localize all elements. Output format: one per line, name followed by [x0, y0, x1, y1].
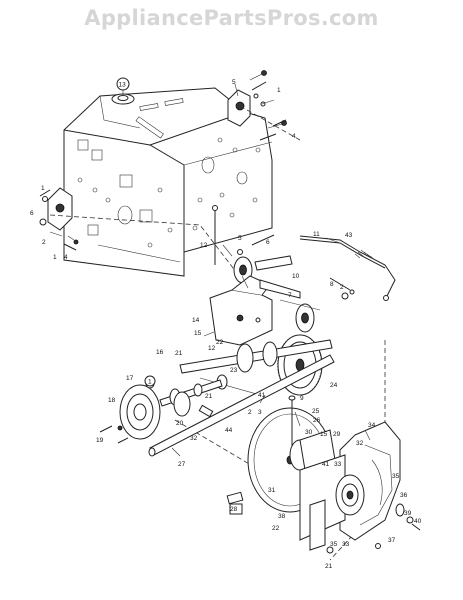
- callout-1: 1: [277, 87, 281, 94]
- drive-pulley: [259, 279, 355, 333]
- callout-16: 16: [156, 349, 164, 356]
- main-shaft: [179, 339, 333, 396]
- bolts: [39, 81, 351, 444]
- callout-15: 15: [320, 431, 328, 438]
- callout-34: 34: [368, 422, 376, 429]
- callout-14: 14: [192, 317, 200, 324]
- leader-lines: [49, 83, 371, 457]
- callout-22: 22: [272, 525, 280, 532]
- callout-5: 5: [238, 235, 242, 242]
- centerline-a: [49, 214, 251, 291]
- left-axle: [159, 379, 223, 407]
- callout-21: 21: [175, 350, 183, 357]
- callout-37: 37: [388, 537, 396, 544]
- callout-24: 24: [330, 382, 338, 389]
- callout-9: 9: [300, 395, 304, 402]
- callout-12: 12: [200, 242, 208, 249]
- callout-2: 2: [340, 284, 344, 291]
- callout-21: 21: [205, 393, 213, 400]
- callout-35: 35: [392, 473, 400, 480]
- callout-20: 20: [176, 420, 184, 427]
- callout-33: 33: [342, 541, 350, 548]
- callout-6: 6: [30, 210, 34, 217]
- callout-44: 44: [225, 427, 233, 434]
- callout-41: 41: [258, 392, 266, 399]
- hub-wheel: [119, 379, 191, 440]
- callout-32: 32: [356, 440, 364, 447]
- callout-2: 2: [248, 409, 252, 416]
- callout-43: 43: [345, 232, 353, 239]
- callout-18: 18: [108, 397, 116, 404]
- adjuster-part: [226, 491, 244, 515]
- callout-35: 35: [330, 541, 338, 548]
- callout-33: 33: [334, 461, 342, 468]
- callout-labels: 13 5 1 4 1 6 2 1 4 12 5 6 11 43 10 8 7 2…: [30, 77, 422, 570]
- frame-housing: [63, 87, 273, 277]
- callout-27: 27: [178, 461, 186, 468]
- control-cable: [299, 235, 396, 301]
- callout-13: 13: [119, 82, 127, 89]
- callout-29: 29: [333, 431, 341, 438]
- right-hardware: [375, 503, 421, 549]
- left-bracket: [39, 187, 79, 245]
- callout-3: 3: [258, 409, 262, 416]
- callout-2: 2: [42, 239, 46, 246]
- callout-38: 38: [278, 513, 286, 520]
- callout-40: 40: [414, 518, 422, 525]
- callout-36: 36: [400, 492, 408, 499]
- long-shaft: [148, 354, 335, 457]
- callout-8: 8: [330, 281, 334, 288]
- callout-22: 22: [216, 339, 224, 346]
- callout-12: 12: [208, 345, 216, 352]
- small-washer: [117, 425, 123, 431]
- callout-25: 25: [312, 408, 320, 415]
- key-pin: [198, 404, 214, 418]
- callout-21: 21: [325, 563, 333, 570]
- callout-19: 19: [96, 437, 104, 444]
- callout-31: 31: [268, 487, 276, 494]
- callout-32: 32: [190, 435, 198, 442]
- callout-23: 23: [230, 367, 238, 374]
- callout-4: 4: [292, 133, 296, 140]
- callout-26: 26: [313, 417, 321, 424]
- callout-11: 11: [313, 231, 320, 238]
- callout-6: 6: [266, 239, 270, 246]
- watermark: AppliancePartsPros.com: [84, 6, 379, 30]
- bearing-assembly: [233, 249, 293, 284]
- callout-39: 39: [404, 510, 412, 517]
- callout-1: 1: [53, 254, 57, 261]
- lower-bracket: [299, 454, 365, 554]
- callout-1: 1: [41, 185, 45, 192]
- callout-1: 1: [148, 379, 152, 386]
- upper-bracket: [227, 70, 287, 129]
- callout-5: 5: [232, 79, 236, 86]
- callout-10: 10: [292, 273, 300, 280]
- callout-4: 4: [64, 254, 68, 261]
- callout-15: 15: [194, 330, 202, 337]
- callout-7: 7: [288, 292, 292, 299]
- centerline-b: [239, 105, 301, 141]
- callout-30: 30: [305, 429, 313, 436]
- callout-41: 41: [322, 461, 330, 468]
- callout-28: 28: [230, 506, 238, 513]
- callout-17: 17: [126, 375, 134, 382]
